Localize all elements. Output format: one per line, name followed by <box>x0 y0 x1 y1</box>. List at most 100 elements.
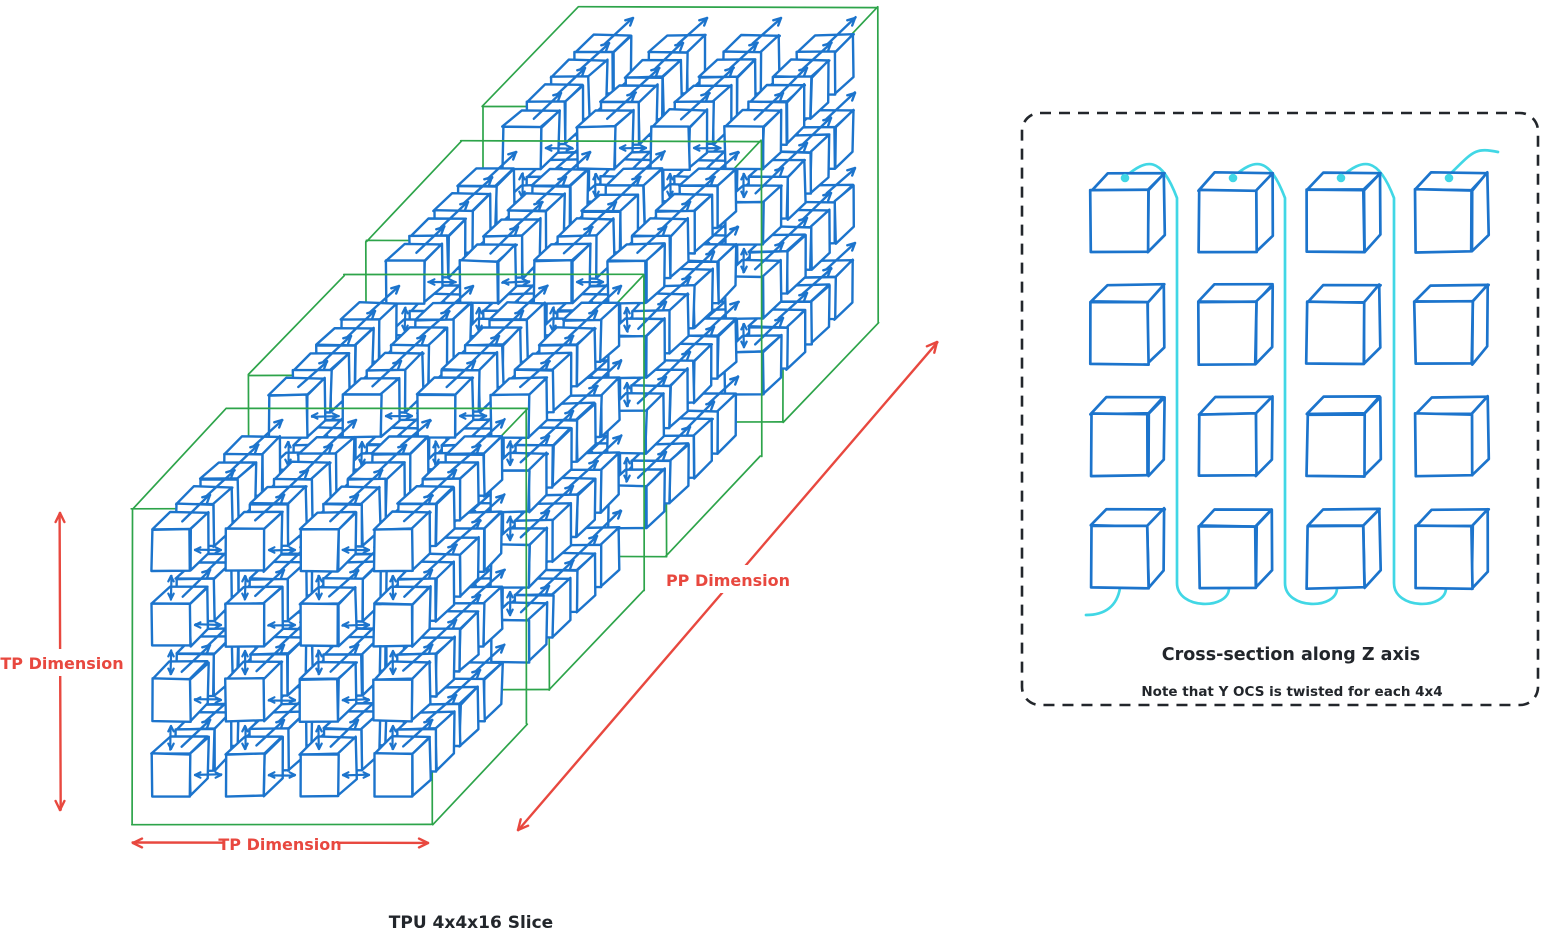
pp-link-arrow <box>728 41 759 70</box>
tp-link-arrow <box>341 621 371 629</box>
pp-link-arrow <box>369 284 401 313</box>
chip-cube <box>372 510 432 573</box>
pp-link-arrow <box>494 309 525 338</box>
cross-section-cube <box>1088 282 1166 366</box>
tp-link-arrow <box>358 440 366 467</box>
chip-cube <box>150 510 210 573</box>
pp-link-arrow <box>377 443 408 473</box>
tp-link-arrow <box>315 574 323 601</box>
pp-link-arrow <box>708 375 740 405</box>
pp-link-arrow <box>708 150 740 179</box>
pp-dimension-label: PP Dimension <box>666 565 790 593</box>
pp-link-arrow <box>629 66 661 96</box>
pp-link-arrow <box>402 718 434 748</box>
pp-link-arrow <box>402 493 434 523</box>
pp-link-arrow <box>352 468 384 498</box>
chip-cube <box>223 585 284 648</box>
tp-link-arrow <box>267 621 297 629</box>
tp-link-arrow <box>167 649 175 676</box>
chip-cube <box>150 585 210 648</box>
tp-link-arrow <box>389 724 397 751</box>
pp-link-arrow <box>426 693 458 722</box>
pp-link-arrow <box>636 224 668 255</box>
cross-section-cube <box>1304 283 1382 366</box>
cross-section-cube <box>1088 171 1167 254</box>
chip-cube <box>372 585 432 648</box>
ocs-link-path <box>1123 162 1231 606</box>
tp-link-arrow <box>506 515 514 542</box>
pp-link-arrow <box>753 241 785 271</box>
chip-cube <box>489 376 549 439</box>
cross-section-cube <box>1197 508 1274 590</box>
chip-cube <box>150 735 211 798</box>
cross-section-cube <box>1413 394 1491 478</box>
chip-cube <box>224 735 284 798</box>
cross-section-cube <box>1305 507 1383 591</box>
cross-section-cube <box>1305 171 1382 254</box>
tp-link-arrow <box>740 172 748 199</box>
label-mask <box>666 565 790 593</box>
pp-link-arrow <box>825 16 857 46</box>
tp-link-arrow <box>193 621 223 629</box>
pp-link-arrow <box>326 418 358 448</box>
pp-link-arrow <box>591 434 623 464</box>
tp-link-arrow <box>384 412 414 420</box>
pp-link-arrow <box>400 418 432 447</box>
cross-section-cube <box>1412 283 1491 366</box>
pp-link-arrow <box>777 291 809 320</box>
pp-link-arrow <box>403 568 434 598</box>
pp-link-arrow <box>426 468 458 498</box>
pp-link-arrow <box>322 334 353 363</box>
tp-link-arrow <box>623 456 631 483</box>
ocs-link-path <box>1339 162 1448 606</box>
tp-link-arrow <box>740 247 748 274</box>
tp-link-arrow <box>341 771 371 779</box>
label-mask <box>6 649 118 676</box>
pp-link-arrow <box>512 200 544 231</box>
ocs-link-path <box>1084 586 1122 617</box>
pp-link-arrow <box>419 309 451 339</box>
tp-link-arrow <box>167 724 175 751</box>
chip-cube <box>373 735 432 798</box>
tp-link-arrow <box>241 724 249 751</box>
pp-link-arrow <box>517 284 549 314</box>
pp-link-arrow <box>592 509 623 538</box>
cross-section-cube <box>1414 507 1491 591</box>
pp-link-arrow <box>660 425 692 454</box>
ocs-link-path <box>1231 162 1339 606</box>
cross-section-cube <box>1196 282 1275 367</box>
tp-link-arrow <box>427 278 457 286</box>
pp-link-arrow <box>204 468 236 498</box>
label-mask <box>223 830 337 857</box>
tp-link-arrow <box>284 440 292 467</box>
pp-link-arrow <box>229 443 260 473</box>
pp-link-arrow <box>486 150 518 180</box>
tp-link-arrow <box>241 574 249 601</box>
tp-link-arrow <box>310 412 340 420</box>
cross-section-title: Cross-section along Z axis <box>1162 645 1420 665</box>
pp-link-arrow <box>636 450 668 479</box>
pp-link-arrow <box>415 224 446 255</box>
pp-link-arrow <box>474 418 506 447</box>
pp-link-arrow <box>346 309 377 338</box>
figure-caption: TPU 4x4x16 Slice <box>389 913 553 933</box>
pp-link-arrow <box>611 175 642 205</box>
tp-link-arrow <box>267 696 297 704</box>
tp-link-arrow <box>389 574 397 601</box>
pp-link-arrow <box>180 718 212 748</box>
pp-link-arrow <box>450 443 482 472</box>
pp-link-arrow <box>427 618 458 647</box>
pp-link-arrow <box>801 41 833 71</box>
pp-link-arrow <box>445 359 477 389</box>
ocs-port-dot <box>1444 173 1454 183</box>
pp-link-arrow <box>329 718 360 748</box>
pp-link-arrow <box>753 91 785 121</box>
tp-link-arrow <box>341 546 371 554</box>
chip-cube <box>298 510 358 573</box>
chip-cube <box>298 660 358 723</box>
tp-link-arrow <box>623 381 631 408</box>
pp-link-arrow <box>439 200 470 229</box>
pp-link-arrow <box>544 334 575 363</box>
chip-cube <box>151 660 210 723</box>
